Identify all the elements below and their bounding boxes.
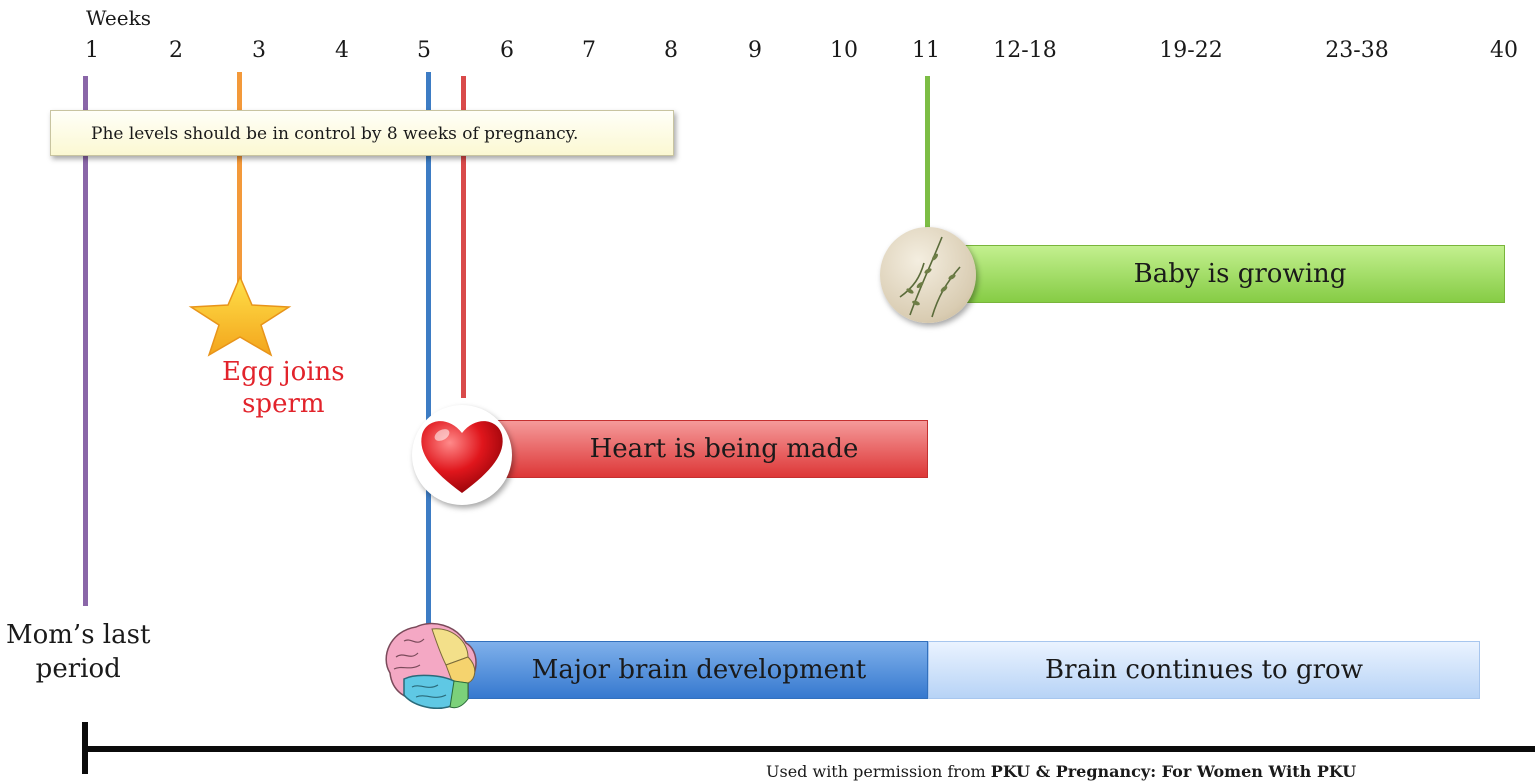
- week-tick: 8: [664, 38, 678, 63]
- week-tick: 23-38: [1325, 38, 1389, 63]
- period-label-line1: Mom’s last: [6, 620, 151, 650]
- timeline-axis-start: [82, 722, 88, 774]
- major-brain-bar: Major brain development: [460, 641, 928, 699]
- week-tick: 5: [417, 38, 431, 63]
- week-tick: 40: [1490, 38, 1518, 63]
- weeks-label: Weeks: [86, 6, 151, 30]
- week-tick: 2: [169, 38, 183, 63]
- week-tick: 10: [830, 38, 858, 63]
- egg-label-line2: sperm: [242, 389, 325, 419]
- baby-growing-bar: Baby is growing: [955, 245, 1505, 303]
- credit-prefix: Used with permission from: [766, 762, 991, 781]
- week-tick: 6: [500, 38, 514, 63]
- week-tick: 1: [85, 38, 99, 63]
- mom-last-period-label: Mom’s last period: [6, 618, 150, 686]
- week-tick: 19-22: [1159, 38, 1223, 63]
- brain-icon: [385, 622, 477, 709]
- baby-growing-label: Baby is growing: [1133, 259, 1347, 289]
- heart-medallion: [412, 405, 512, 505]
- week-tick: 4: [335, 38, 349, 63]
- brain-line: [426, 72, 431, 628]
- brain-continues-label: Brain continues to grow: [1045, 655, 1363, 685]
- permission-credit: Used with permission from PKU & Pregnanc…: [766, 762, 1356, 781]
- plant-medallion-icon: [880, 227, 976, 323]
- egg-line: [237, 72, 242, 290]
- heart-made-label: Heart is being made: [589, 434, 859, 464]
- major-brain-label: Major brain development: [531, 655, 867, 685]
- week-tick: 11: [912, 38, 940, 63]
- period-line: [83, 76, 88, 606]
- week-tick: 3: [252, 38, 266, 63]
- week-tick: 7: [582, 38, 596, 63]
- egg-label-line1: Egg joins: [222, 357, 345, 387]
- heart-icon: [421, 421, 503, 493]
- timeline-axis: [82, 746, 1535, 752]
- egg-joins-sperm-label: Egg joins sperm: [222, 356, 345, 420]
- period-label-line2: period: [35, 654, 121, 684]
- baby-line: [925, 76, 930, 230]
- heart-line: [461, 76, 466, 398]
- week-tick: 9: [748, 38, 762, 63]
- phe-control-note: Phe levels should be in control by 8 wee…: [50, 110, 674, 156]
- heart-made-bar: Heart is being made: [480, 420, 928, 478]
- credit-source: PKU & Pregnancy: For Women With PKU: [990, 762, 1357, 781]
- brain-continues-bar: Brain continues to grow: [928, 641, 1480, 699]
- star-icon: [188, 275, 292, 357]
- week-tick: 12-18: [993, 38, 1057, 63]
